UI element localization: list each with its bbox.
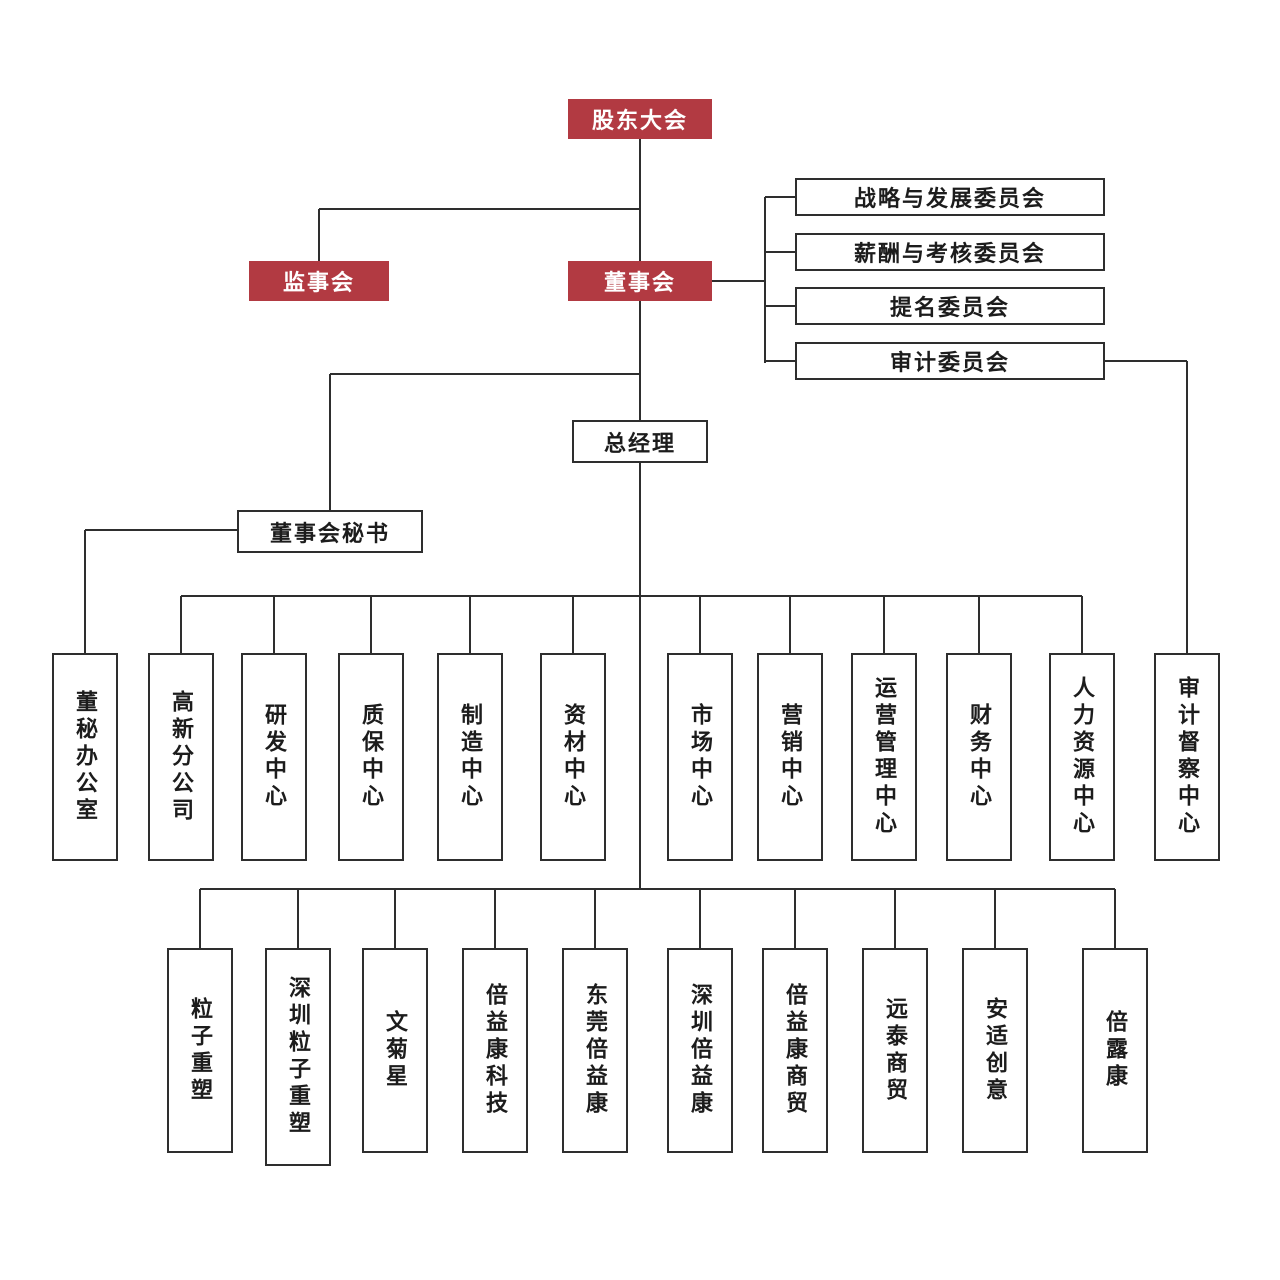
node-beiyikang-technology: 倍益康科技	[462, 948, 528, 1153]
connector-line	[765, 360, 795, 362]
connector-line	[883, 596, 885, 654]
node-strategy-development-committee: 战略与发展委员会	[795, 178, 1105, 216]
connector-line	[765, 251, 795, 253]
node-qa-center: 质保中心	[338, 653, 404, 861]
connector-line	[978, 596, 980, 654]
connector-line	[765, 305, 795, 307]
node-nomination-committee: 提名委员会	[795, 287, 1105, 325]
connector-line	[894, 889, 896, 949]
node-rd-center: 研发中心	[241, 653, 307, 861]
connector-line	[330, 373, 640, 375]
connector-line	[318, 209, 320, 263]
connector-line	[572, 596, 574, 654]
connector-line	[639, 463, 641, 890]
connector-line	[273, 596, 275, 654]
connector-line	[639, 301, 641, 421]
connector-line	[764, 197, 766, 363]
node-hi-tech-branch: 高新分公司	[148, 653, 214, 861]
connector-line	[1081, 596, 1083, 654]
connector-line	[84, 530, 86, 654]
node-audit-supervision-center: 审计督察中心	[1154, 653, 1220, 861]
node-dongguan-beiyikang: 东莞倍益康	[562, 948, 628, 1153]
node-anshi-creative: 安适创意	[962, 948, 1028, 1153]
node-marketing-center: 营销中心	[757, 653, 823, 861]
connector-line	[85, 529, 237, 531]
connector-line	[200, 888, 1115, 890]
node-supervisory-board: 监事会	[249, 261, 389, 301]
connector-line	[469, 596, 471, 654]
node-general-manager: 总经理	[572, 420, 708, 463]
connector-line	[297, 889, 299, 949]
node-compensation-assessment-committee: 薪酬与考核委员会	[795, 233, 1105, 271]
node-manufacturing-center: 制造中心	[437, 653, 503, 861]
connector-line	[712, 280, 765, 282]
node-board-secretary: 董事会秘书	[237, 510, 423, 553]
node-board-of-directors: 董事会	[568, 261, 712, 301]
node-operations-management-center: 运营管理中心	[851, 653, 917, 861]
node-materials-center: 资材中心	[540, 653, 606, 861]
connector-line	[494, 889, 496, 949]
node-beiyikang-trading: 倍益康商贸	[762, 948, 828, 1153]
node-wenjuxing: 文菊星	[362, 948, 428, 1153]
connector-line	[789, 596, 791, 654]
node-finance-center: 财务中心	[946, 653, 1012, 861]
connector-line	[370, 596, 372, 654]
node-shenzhen-beiyikang: 深圳倍益康	[667, 948, 733, 1153]
connector-line	[394, 889, 396, 949]
connector-line	[180, 596, 182, 654]
node-shenzhen-lizi-chongsu: 深圳粒子重塑	[265, 948, 331, 1166]
node-audit-committee: 审计委员会	[795, 342, 1105, 380]
node-secretary-office: 董秘办公室	[52, 653, 118, 861]
node-hr-center: 人力资源中心	[1049, 653, 1115, 861]
connector-line	[319, 208, 641, 210]
node-beilukang: 倍露康	[1082, 948, 1148, 1153]
node-market-center: 市场中心	[667, 653, 733, 861]
connector-line	[329, 374, 331, 511]
connector-line	[1186, 361, 1188, 654]
node-shareholders-meeting: 股东大会	[568, 99, 712, 139]
connector-line	[594, 889, 596, 949]
node-yuantai-trading: 远泰商贸	[862, 948, 928, 1153]
connector-line	[994, 889, 996, 949]
connector-line	[1114, 889, 1116, 949]
connector-line	[181, 595, 1082, 597]
connector-line	[639, 139, 641, 263]
connector-line	[765, 196, 795, 198]
node-lizi-chongsu: 粒子重塑	[167, 948, 233, 1153]
connector-line	[1105, 360, 1187, 362]
connector-line	[699, 596, 701, 654]
connector-line	[699, 889, 701, 949]
connector-line	[794, 889, 796, 949]
connector-line	[199, 889, 201, 949]
